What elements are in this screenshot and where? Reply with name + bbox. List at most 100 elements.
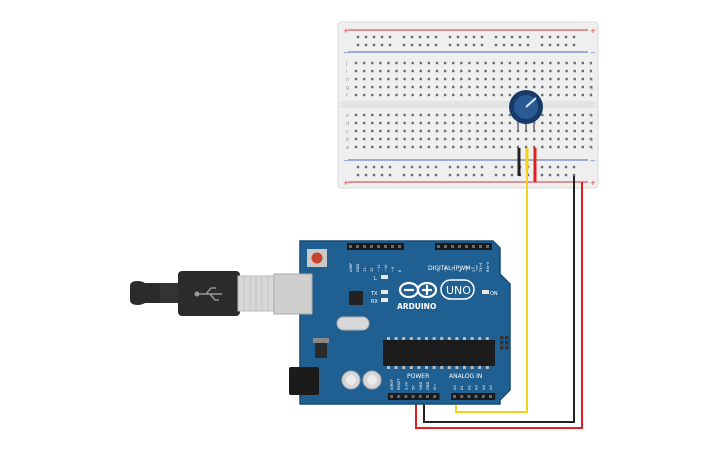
rail-hole[interactable] — [548, 43, 552, 47]
rail-hole[interactable] — [510, 35, 514, 39]
breadboard-hole[interactable] — [443, 61, 447, 65]
breadboard-hole[interactable] — [589, 77, 593, 81]
rail-hole[interactable] — [472, 35, 476, 39]
breadboard-hole[interactable] — [379, 61, 382, 65]
rail-hole[interactable] — [418, 165, 422, 169]
breadboard-hole[interactable] — [508, 129, 512, 133]
rail-hole[interactable] — [448, 165, 452, 169]
rail-hole[interactable] — [380, 165, 384, 169]
rail-hole[interactable] — [480, 173, 484, 177]
breadboard-hole[interactable] — [484, 129, 487, 133]
breadboard-hole[interactable] — [460, 77, 463, 81]
breadboard-hole[interactable] — [468, 69, 471, 73]
breadboard-hole[interactable] — [460, 137, 463, 141]
header-pin[interactable] — [370, 245, 373, 248]
breadboard-hole[interactable] — [411, 69, 414, 73]
rail-hole[interactable] — [402, 35, 406, 39]
breadboard-hole[interactable] — [419, 113, 422, 117]
breadboard-hole[interactable] — [387, 113, 390, 117]
breadboard-hole[interactable] — [435, 69, 439, 73]
rail-hole[interactable] — [456, 43, 460, 47]
breadboard-hole[interactable] — [492, 121, 495, 125]
breadboard-hole[interactable] — [484, 137, 487, 141]
rail-hole[interactable] — [548, 35, 552, 39]
rail-hole[interactable] — [434, 173, 438, 177]
breadboard-hole[interactable] — [435, 77, 439, 81]
breadboard-hole[interactable] — [500, 121, 503, 125]
rail-hole[interactable] — [402, 165, 406, 169]
breadboard-hole[interactable] — [379, 121, 382, 125]
rail-hole[interactable] — [510, 173, 514, 177]
breadboard-hole[interactable] — [524, 85, 528, 89]
breadboard-hole[interactable] — [589, 129, 593, 133]
breadboard-hole[interactable] — [362, 121, 366, 125]
rail-hole[interactable] — [572, 43, 576, 47]
breadboard-hole[interactable] — [387, 129, 390, 133]
breadboard-hole[interactable] — [541, 93, 544, 97]
breadboard-hole[interactable] — [500, 137, 503, 141]
breadboard-hole[interactable] — [533, 61, 536, 65]
breadboard-hole[interactable] — [395, 69, 398, 73]
breadboard-hole[interactable] — [411, 145, 414, 149]
breadboard-hole[interactable] — [427, 85, 431, 89]
breadboard-hole[interactable] — [411, 61, 414, 65]
power-pin-header[interactable] — [388, 393, 440, 400]
rail-hole[interactable] — [540, 173, 544, 177]
breadboard-hole[interactable] — [565, 77, 568, 81]
rail-hole[interactable] — [356, 35, 360, 39]
breadboard-hole[interactable] — [549, 129, 552, 133]
breadboard-hole[interactable] — [443, 137, 447, 141]
breadboard-hole[interactable] — [395, 85, 398, 89]
breadboard-hole[interactable] — [427, 129, 431, 133]
rail-hole[interactable] — [410, 35, 414, 39]
breadboard-hole[interactable] — [476, 145, 479, 149]
rail-hole[interactable] — [518, 43, 522, 47]
breadboard-hole[interactable] — [581, 93, 584, 97]
breadboard-hole[interactable] — [508, 77, 512, 81]
breadboard-hole[interactable] — [387, 145, 390, 149]
rail-hole[interactable] — [456, 165, 460, 169]
rail-hole[interactable] — [464, 173, 468, 177]
breadboard-hole[interactable] — [387, 93, 390, 97]
rail-hole[interactable] — [564, 173, 568, 177]
breadboard-hole[interactable] — [403, 85, 406, 89]
breadboard-hole[interactable] — [484, 61, 487, 65]
breadboard-hole[interactable] — [476, 69, 479, 73]
usb-cable[interactable] — [130, 271, 275, 316]
breadboard-hole[interactable] — [403, 129, 406, 133]
breadboard-hole[interactable] — [492, 145, 495, 149]
breadboard-hole[interactable] — [492, 129, 495, 133]
rail-hole[interactable] — [426, 165, 430, 169]
breadboard-hole[interactable] — [435, 129, 439, 133]
breadboard-hole[interactable] — [565, 145, 568, 149]
breadboard-hole[interactable] — [581, 137, 584, 141]
breadboard-hole[interactable] — [427, 137, 431, 141]
breadboard-hole[interactable] — [573, 113, 576, 117]
breadboard-hole[interactable] — [452, 69, 455, 73]
breadboard-hole[interactable] — [484, 69, 487, 73]
header-pin[interactable] — [397, 395, 401, 398]
breadboard-hole[interactable] — [379, 113, 382, 117]
header-pin[interactable] — [384, 245, 387, 248]
header-pin[interactable] — [451, 245, 454, 248]
breadboard-hole[interactable] — [460, 129, 463, 133]
breadboard-hole[interactable] — [354, 129, 358, 133]
breadboard-hole[interactable] — [573, 137, 576, 141]
breadboard-hole[interactable] — [541, 69, 544, 73]
breadboard-hole[interactable] — [565, 69, 568, 73]
breadboard-hole[interactable] — [500, 113, 503, 117]
breadboard-hole[interactable] — [549, 77, 552, 81]
rail-hole[interactable] — [564, 165, 568, 169]
rail-hole[interactable] — [572, 165, 576, 169]
breadboard-hole[interactable] — [468, 129, 471, 133]
rail-hole[interactable] — [540, 43, 544, 47]
rail-hole[interactable] — [556, 173, 560, 177]
breadboard-hole[interactable] — [549, 85, 552, 89]
breadboard-hole[interactable] — [541, 77, 544, 81]
breadboard-hole[interactable] — [395, 113, 398, 117]
breadboard-hole[interactable] — [387, 69, 390, 73]
breadboard-hole[interactable] — [476, 77, 479, 81]
rail-hole[interactable] — [464, 43, 468, 47]
breadboard-hole[interactable] — [516, 137, 520, 141]
